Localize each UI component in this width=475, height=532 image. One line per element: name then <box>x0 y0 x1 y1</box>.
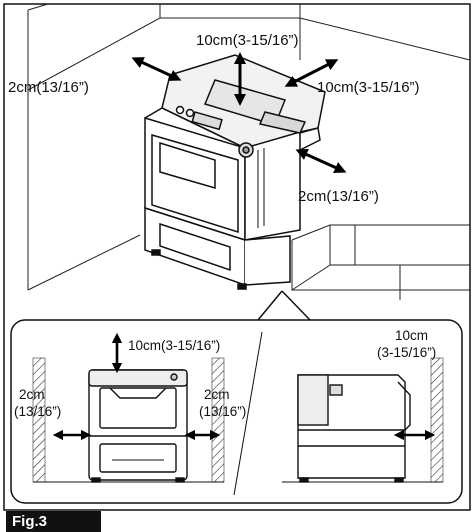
right-clearance-label: 2cm(13/16”) <box>298 188 379 205</box>
front-left-clearance-line1: 2cm <box>19 387 45 402</box>
left-clearance-label: 2cm(13/16”) <box>8 79 89 96</box>
front-right-clearance-line2: (13/16”) <box>199 404 247 419</box>
room-walls <box>27 3 471 300</box>
inset-clearance-arrows <box>52 332 436 441</box>
side-back-clearance-line1: 10cm <box>395 328 429 343</box>
clearance-arrow-icon <box>131 52 347 174</box>
front-top-clearance-label: 10cm(3-15/16”) <box>128 338 221 353</box>
front-left-clearance-line2: (13/16”) <box>14 404 62 419</box>
back-clearance-label: 10cm(3-15/16”) <box>317 79 420 96</box>
front-right-clearance-line1: 2cm <box>204 387 230 402</box>
printer-side-view <box>297 374 411 483</box>
top-clearance-label: 10cm(3-15/16”) <box>196 32 299 49</box>
figure-label: Fig.3 <box>6 511 101 532</box>
printer-front-view <box>88 369 188 483</box>
inset-divider <box>233 331 263 496</box>
side-back-clearance-line2: (3-15/16”) <box>377 345 437 360</box>
inset-callout <box>257 290 311 321</box>
